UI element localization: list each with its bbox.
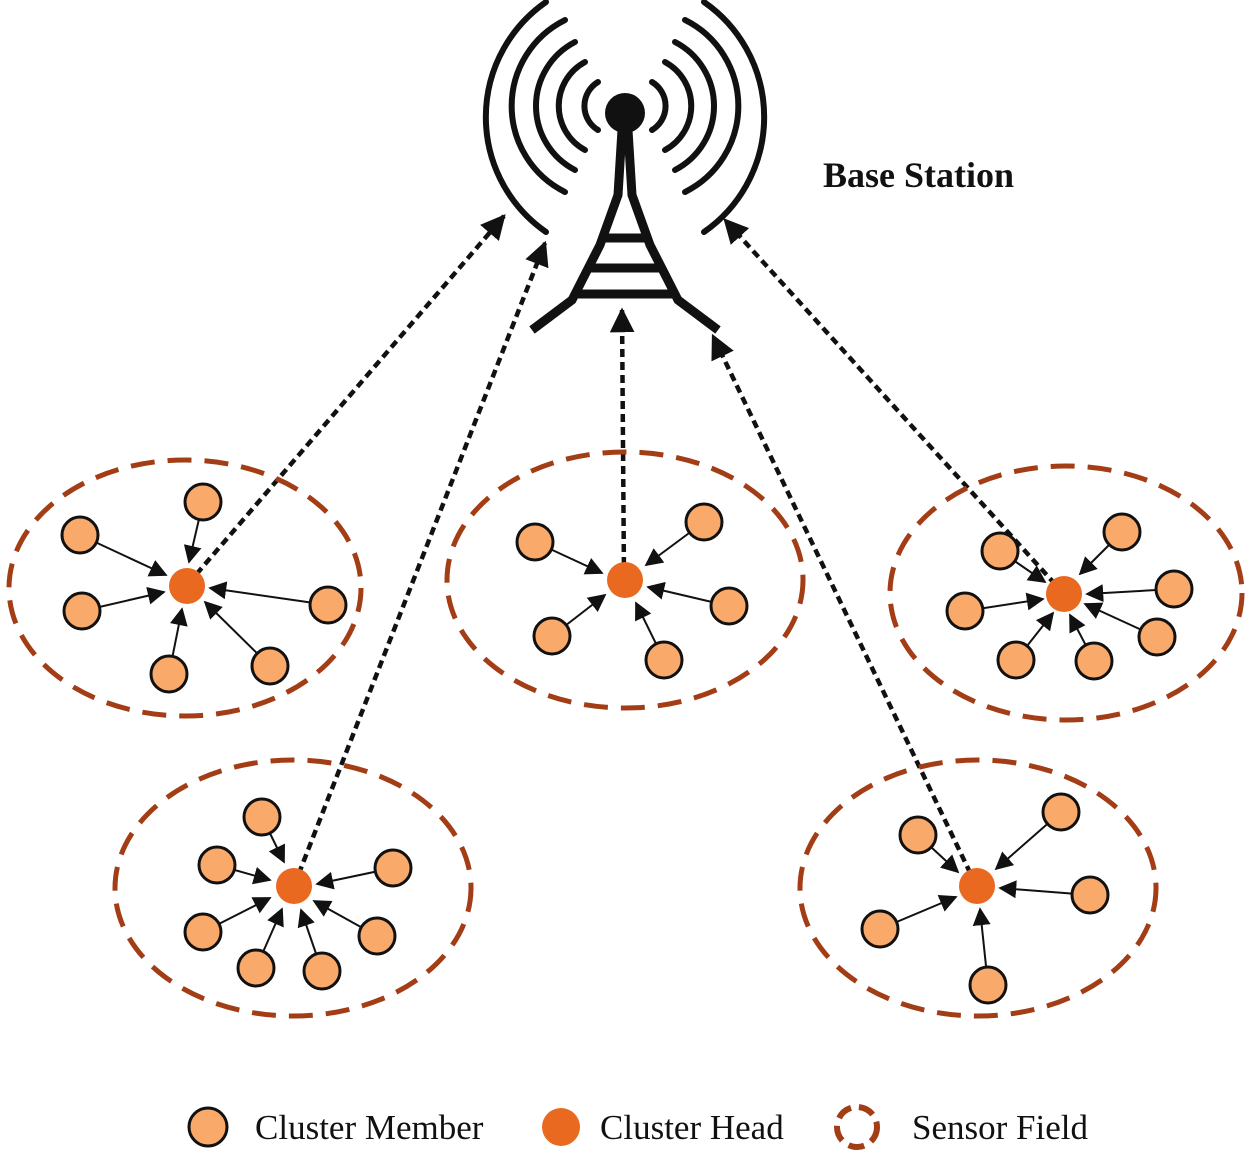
legend-member-label: Cluster Member [255, 1108, 484, 1147]
cluster-member [1074, 641, 1114, 681]
base-station-label: Base Station [823, 155, 1014, 195]
cluster-bottom-right [797, 757, 1159, 1019]
cluster-member [860, 909, 900, 949]
cluster-member [1137, 617, 1177, 657]
cluster-head [1046, 576, 1082, 612]
cluster-member [1102, 512, 1142, 552]
cluster-member [945, 591, 985, 631]
cluster-head [169, 568, 205, 604]
cluster-member [980, 531, 1020, 571]
legend-field-icon [834, 1104, 880, 1150]
cluster-member [183, 482, 223, 522]
cluster-member [149, 654, 189, 694]
sensor-field [112, 757, 474, 1019]
cluster-member [996, 640, 1036, 680]
cluster-bottom-left [112, 757, 474, 1019]
signal-waves-icon [482, 0, 768, 235]
cluster-member [242, 797, 282, 837]
cluster-member [302, 951, 342, 991]
cluster-member [1070, 875, 1110, 915]
legend-member-icon [187, 1106, 229, 1148]
cluster-member [236, 948, 276, 988]
legend-field-label: Sensor Field [912, 1108, 1088, 1147]
cluster-top-right [887, 463, 1245, 723]
cluster-member [250, 646, 290, 686]
cluster-head [959, 868, 995, 904]
cluster-member [357, 916, 397, 956]
link-top-left-to-base [186, 214, 506, 586]
link-top-right-to-base [723, 218, 1066, 596]
legend: Cluster Member Cluster Head Sensor Field [187, 1104, 1088, 1150]
cluster-member [1154, 569, 1194, 609]
cluster-member [373, 848, 413, 888]
link-bottom-right-to-base [710, 333, 979, 886]
cluster-head [607, 562, 643, 598]
sensor-field [6, 457, 364, 719]
cluster-head [276, 868, 312, 904]
cluster-member [62, 591, 102, 631]
legend-head-icon [542, 1108, 580, 1146]
cluster-member [644, 640, 684, 680]
sensor-field [444, 449, 806, 711]
cluster-member [709, 586, 749, 626]
cluster-member [60, 515, 100, 555]
sensor-field [797, 757, 1159, 1019]
link-bottom-left-to-base [291, 240, 549, 887]
cluster-member [515, 522, 555, 562]
cluster-top-center [444, 449, 806, 711]
cluster-member [1041, 792, 1081, 832]
cluster-top-left [6, 457, 364, 719]
cluster-member [898, 815, 938, 855]
cluster-member [684, 502, 724, 542]
legend-head-label: Cluster Head [600, 1108, 784, 1147]
cluster-member [308, 585, 348, 625]
cluster-member [183, 912, 223, 952]
cluster-member [532, 616, 572, 656]
head-to-base-links [186, 214, 1066, 887]
cluster-member [968, 965, 1008, 1005]
base-station-tower-icon [482, 0, 768, 334]
sensor-field [887, 463, 1245, 723]
cluster-member [197, 845, 237, 885]
link-top-center-to-base [609, 307, 635, 579]
